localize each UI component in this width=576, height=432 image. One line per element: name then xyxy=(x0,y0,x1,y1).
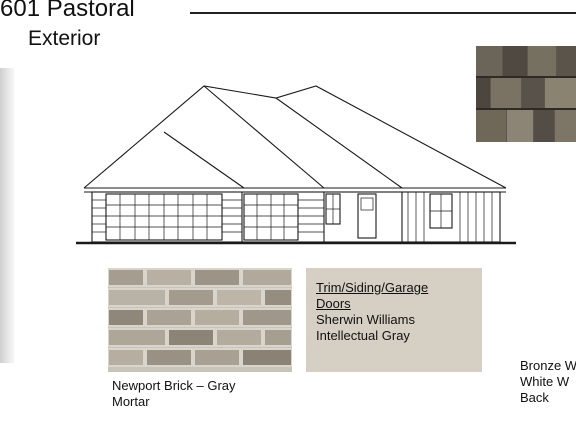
brick-caption-line-1: Newport Brick – Gray xyxy=(112,378,236,393)
title-divider xyxy=(190,12,576,14)
house-elevation-drawing xyxy=(76,84,516,254)
trim-color-line-1: Sherwin Williams xyxy=(316,312,415,327)
brick-caption-line-2: Mortar xyxy=(112,394,150,409)
trim-color-swatch: Trim/Siding/Garage Doors Sherwin William… xyxy=(306,268,482,372)
window-note: Bronze W White W Back xyxy=(520,358,576,406)
window-note-line-2: White W xyxy=(520,374,570,389)
brick-swatch xyxy=(108,268,292,372)
window-note-line-3: Back xyxy=(520,390,549,405)
window-note-line-1: Bronze W xyxy=(520,358,576,373)
brick-caption: Newport Brick – Gray Mortar xyxy=(112,378,236,410)
trim-color-line-2: Intellectual Gray xyxy=(316,328,410,343)
page-title: 601 Pastoral xyxy=(0,0,135,22)
side-image-edge xyxy=(0,68,14,363)
roof-shingle-swatch xyxy=(476,46,576,142)
trim-heading-line-1: Trim/Siding/Garage xyxy=(316,280,429,295)
page-subtitle: Exterior xyxy=(28,27,101,50)
trim-heading-line-2: Doors xyxy=(316,296,351,311)
